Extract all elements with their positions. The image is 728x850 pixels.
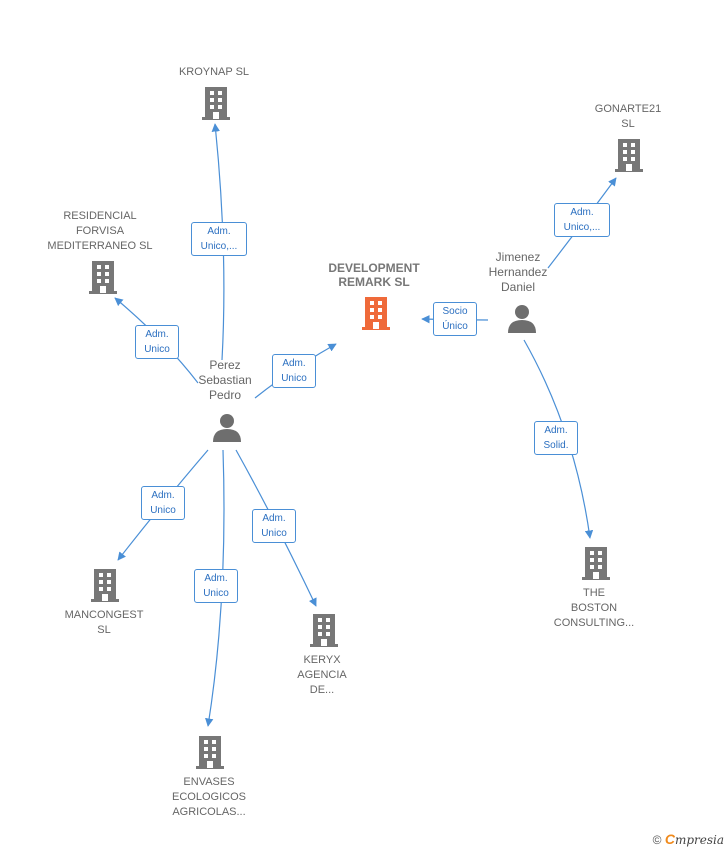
badge-jimenez-boston[interactable]: Adm. Solid. [534, 421, 578, 455]
label-boston[interactable]: THE BOSTON CONSULTING... [553, 587, 635, 629]
badge-perez-residencial[interactable]: Adm. Unico [135, 325, 179, 359]
label-development[interactable]: DEVELOPMENT REMARK SL [328, 261, 420, 289]
label-jimenez[interactable]: Jimenez Hernandez Daniel [488, 250, 548, 294]
badge-jimenez-development[interactable]: Socio Único [433, 302, 477, 336]
building-icon-boston[interactable] [581, 546, 611, 580]
label-mancongest[interactable]: MANCONGEST SL [64, 609, 144, 636]
badge-perez-kroynap[interactable]: Adm. Unico,... [191, 222, 247, 256]
building-icon-residencial[interactable] [88, 260, 118, 294]
brand-footer[interactable]: © Cmpresia [653, 831, 724, 847]
person-icon-perez[interactable] [212, 412, 242, 442]
badge-perez-development[interactable]: Adm. Unico [272, 354, 316, 388]
badge-perez-mancongest[interactable]: Adm. Unico [141, 486, 185, 520]
brand-initial: C [664, 831, 675, 847]
building-icon-kroynap[interactable] [201, 86, 231, 120]
badge-perez-envases[interactable]: Adm. Unico [194, 569, 238, 603]
label-gonarte[interactable]: GONARTE21 SL [594, 103, 662, 130]
building-icon-development[interactable] [361, 296, 391, 330]
label-envases[interactable]: ENVASES ECOLOGICOS AGRICOLAS... [172, 776, 246, 818]
person-icon-jimenez[interactable] [507, 303, 537, 333]
label-residencial[interactable]: RESIDENCIAL FORVISA MEDITERRANEO SL [47, 210, 153, 252]
label-keryx[interactable]: KERYX AGENCIA DE... [297, 654, 347, 696]
building-icon-gonarte[interactable] [614, 138, 644, 172]
badge-jimenez-gonarte[interactable]: Adm. Unico,... [554, 203, 610, 237]
label-kroynap[interactable]: KROYNAP SL [178, 66, 250, 78]
label-perez[interactable]: Perez Sebastian Pedro [198, 358, 252, 402]
building-icon-keryx[interactable] [309, 613, 339, 647]
badge-perez-keryx[interactable]: Adm. Unico [252, 509, 296, 543]
building-icon-envases[interactable] [195, 735, 225, 769]
brand-name: mpresia [674, 833, 724, 847]
building-icon-mancongest[interactable] [90, 568, 120, 602]
copyright-icon: © [652, 833, 662, 847]
